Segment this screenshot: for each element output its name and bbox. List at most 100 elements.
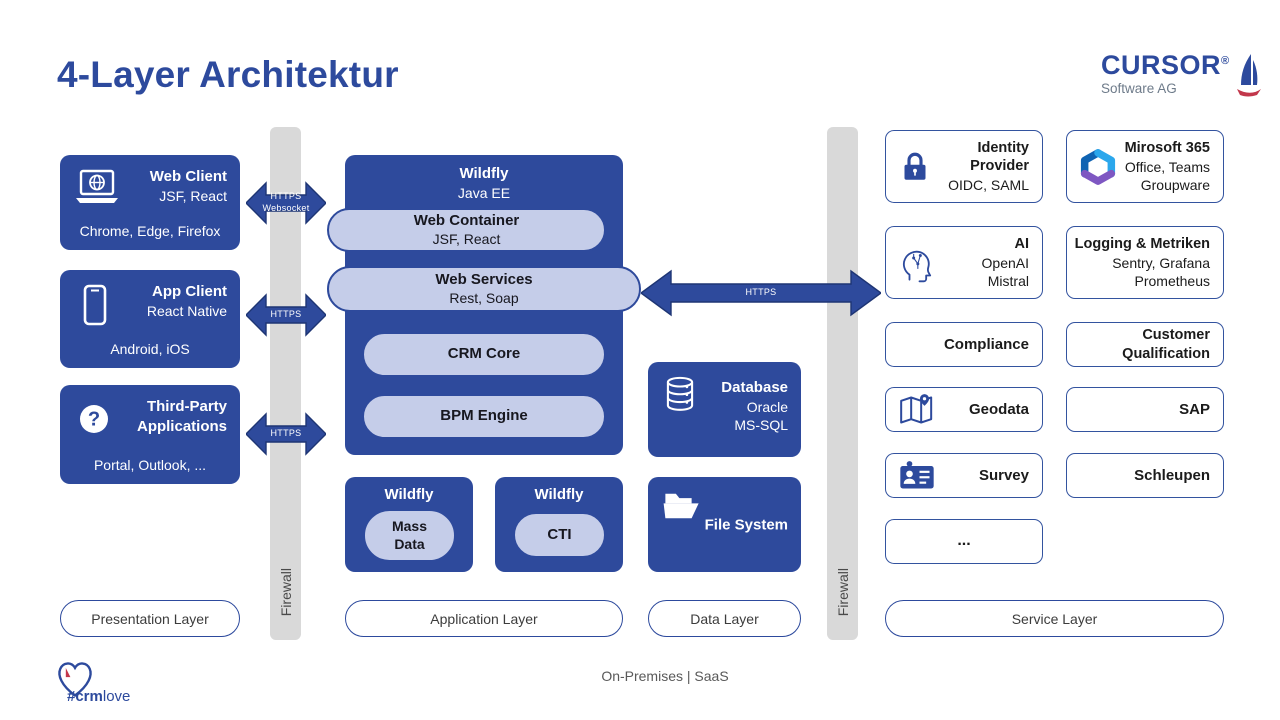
bpm-engine-pill: BPM Engine <box>362 394 606 439</box>
ai-line2: Mistral <box>987 272 1029 289</box>
folder-icon <box>661 487 703 530</box>
m365-box: Mirosoft 365 Office, Teams Groupware <box>1066 130 1224 203</box>
data-layer-label: Data Layer <box>648 600 801 637</box>
cursor-logo: CURSOR® Software AG <box>1101 52 1264 103</box>
ai-box: AI OpenAI Mistral <box>885 226 1043 299</box>
schleupen-title: Schleupen <box>1134 466 1210 484</box>
identity-title-1: Identity <box>977 139 1029 156</box>
app-client-subtitle: React Native <box>146 302 227 319</box>
lock-icon <box>886 147 933 187</box>
logging-line2: Prometheus <box>1134 272 1210 289</box>
brand-subtitle: Software AG <box>1101 81 1177 96</box>
more-services-label: ... <box>957 532 971 550</box>
arrow-label-line1: HTTPS <box>270 191 302 202</box>
sap-title: SAP <box>1179 400 1210 418</box>
https-arrow-main: HTTPS <box>639 267 883 319</box>
app-client-title: App Client <box>152 283 227 300</box>
mass-data-pill: Mass Data <box>363 509 456 562</box>
microsoft365-icon <box>1067 146 1118 188</box>
https-arrow-thirdparty: HTTPS <box>245 411 327 457</box>
web-services-pill: Web Services Rest, Soap <box>327 266 641 312</box>
app-client-footer: Android, iOS <box>110 341 190 357</box>
m365-title: Mirosoft 365 <box>1124 139 1210 156</box>
question-icon: ? <box>73 398 115 445</box>
wildfly-title: Wildfly <box>459 165 509 182</box>
geodata-box: Geodata <box>885 387 1043 432</box>
firewall-bar-right: Firewall <box>827 127 858 640</box>
cti-label: CTI <box>547 525 572 543</box>
crmlove-heart-icon <box>52 656 98 705</box>
cti-pill: CTI <box>513 512 606 558</box>
bpm-engine-label: BPM Engine <box>440 407 528 425</box>
identity-provider-box: Identity Provider OIDC, SAML <box>885 130 1043 203</box>
service-layer-label: Service Layer <box>885 600 1224 637</box>
web-client-subtitle: JSF, React <box>159 187 227 204</box>
survey-title: Survey <box>978 466 1029 484</box>
schleupen-box: Schleupen <box>1066 453 1224 498</box>
crmlove-wordmark: #crmlove <box>67 688 131 705</box>
identity-title-2: Provider <box>970 158 1029 175</box>
crm-core-pill: CRM Core <box>362 332 606 377</box>
database-line1: Oracle <box>746 398 788 415</box>
m365-line2: Groupware <box>1140 176 1210 193</box>
ai-line1: OpenAI <box>981 254 1029 271</box>
wildfly-cti-title: Wildfly <box>534 486 584 503</box>
wildfly-subtitle: Java EE <box>457 184 511 201</box>
database-line2: MS-SQL <box>734 416 788 433</box>
firewall-label: Firewall <box>277 567 294 616</box>
crm-core-label: CRM Core <box>447 345 521 363</box>
compliance-title: Compliance <box>943 335 1029 353</box>
wildfly-mass-title: Wildfly <box>384 486 434 503</box>
web-services-title: Web Services <box>435 270 533 288</box>
firewall-bar-left: Firewall <box>270 127 301 640</box>
web-container-subtitle: JSF, React <box>432 230 501 247</box>
web-client-footer: Chrome, Edge, Firefox <box>79 223 221 239</box>
https-websocket-arrow: HTTPS Websocket <box>245 180 327 226</box>
file-system-title: File System <box>704 515 788 533</box>
ai-head-icon <box>886 241 937 285</box>
logging-box: Logging & Metriken Sentry, Grafana Prome… <box>1066 226 1224 299</box>
web-container-title: Web Container <box>413 211 520 229</box>
database-title: Database <box>721 379 788 396</box>
presentation-layer-label: Presentation Layer <box>60 600 240 637</box>
third-party-box: ? Third-Party Applications Portal, Outlo… <box>60 385 240 484</box>
web-services-subtitle: Rest, Soap <box>449 289 519 306</box>
svg-text:?: ? <box>88 409 100 431</box>
geodata-title: Geodata <box>968 400 1029 418</box>
arrow-label-line2: Websocket <box>262 203 310 213</box>
arrow-label: HTTPS <box>270 428 302 439</box>
app-client-box: App Client React Native Android, iOS <box>60 270 240 368</box>
arrow-label: HTTPS <box>270 309 302 320</box>
firewall-label: Firewall <box>834 567 851 616</box>
id-badge-icon <box>886 458 937 494</box>
third-party-title-2: Applications <box>136 417 227 435</box>
web-client-title: Web Client <box>149 168 227 185</box>
logging-title: Logging & Metriken <box>1074 235 1210 252</box>
laptop-globe-icon <box>73 168 121 213</box>
ai-title: AI <box>1014 235 1030 252</box>
smartphone-icon <box>78 283 112 334</box>
survey-box: Survey <box>885 453 1043 498</box>
compliance-box: Compliance <box>885 322 1043 367</box>
registered-mark: ® <box>1221 55 1230 67</box>
arrow-label: HTTPS <box>745 287 777 298</box>
identity-line1: OIDC, SAML <box>948 177 1029 194</box>
application-layer-label: Application Layer <box>345 600 623 637</box>
mass-data-line2: Data <box>394 535 425 552</box>
customer-qualification-title-2: Qualification <box>1122 345 1210 362</box>
https-arrow-app: HTTPS <box>245 292 327 338</box>
file-system-box: File System <box>648 477 801 572</box>
m365-line1: Office, Teams <box>1124 158 1210 175</box>
web-client-box: Web Client JSF, React Chrome, Edge, Fire… <box>60 155 240 250</box>
sailboat-icon <box>1234 52 1264 103</box>
database-box: Database Oracle MS-SQL <box>648 362 801 457</box>
sap-box: SAP <box>1066 387 1224 432</box>
customer-qualification-box: Customer Qualification <box>1066 322 1224 367</box>
more-services-box: ... <box>885 519 1043 564</box>
third-party-title-1: Third-Party <box>146 398 227 415</box>
map-icon <box>886 393 937 427</box>
web-container-pill: Web Container JSF, React <box>327 208 606 252</box>
brand-name: CURSOR® <box>1101 50 1230 80</box>
database-icon <box>661 373 699 424</box>
